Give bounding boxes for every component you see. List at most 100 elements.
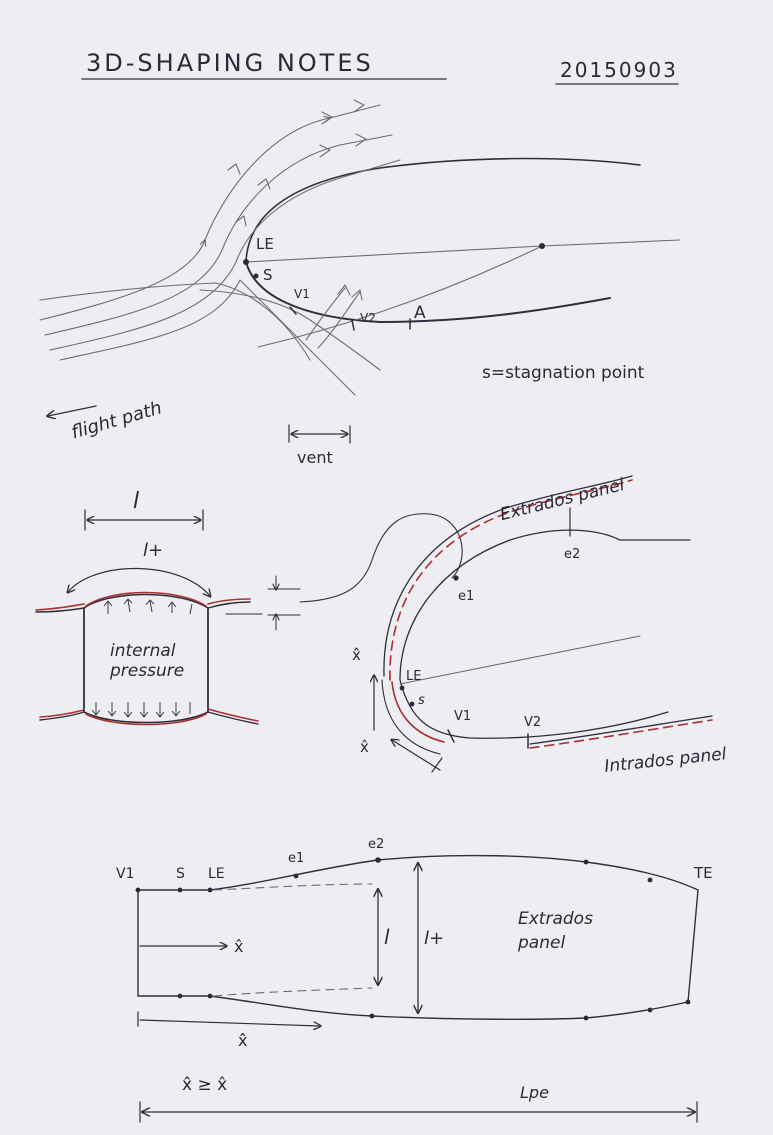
vent-line <box>257 245 543 348</box>
profile-e2-label: e2 <box>564 547 580 562</box>
v2-label: V2 <box>360 311 376 325</box>
panel-right-edge <box>687 889 699 1003</box>
cell-internal-label: internal <box>110 641 176 661</box>
stagnation-note: s=stagnation point <box>482 363 645 383</box>
chord-line <box>245 239 681 263</box>
panel-top-point-2 <box>647 877 653 883</box>
flow-arrow-7 <box>235 215 247 227</box>
wing-upper-surface <box>245 157 641 263</box>
cell-l-label: l <box>133 489 139 514</box>
panel-s-label: S <box>176 866 185 882</box>
vent-flow-2 <box>317 291 361 349</box>
flow-arrow-9 <box>351 289 363 301</box>
s-label: S <box>263 266 273 284</box>
panel-bottom-point-6 <box>685 999 691 1005</box>
panel-bottom-guide <box>213 987 373 997</box>
panel-top-guide <box>213 883 373 891</box>
panel-le-label: LE <box>208 866 225 882</box>
cell-right-bottom-neighbor-red <box>207 708 259 722</box>
profile-le-point <box>399 685 405 691</box>
panel-bottom-point-4 <box>583 1015 589 1021</box>
panel-l-plus-label: l+ <box>424 928 444 949</box>
profile-v2-label: V2 <box>524 715 541 730</box>
v2-tick <box>351 319 355 331</box>
cell-bottom-fabric <box>83 711 209 724</box>
panel-xhathat-arrow <box>139 1019 320 1026</box>
panel-e1-point <box>293 873 299 879</box>
flow-arrow-6 <box>257 178 271 190</box>
panel-title-line2: panel <box>517 933 565 953</box>
flight-path-label: flight path <box>69 398 164 444</box>
profile-diagram: Extrados panel Intrados panel e1 e2 LE s… <box>352 475 728 777</box>
v1-label: V1 <box>294 287 310 301</box>
cell-left-top-neighbor-red <box>35 603 85 611</box>
streamline-3 <box>49 159 401 351</box>
pressure-arrows-up <box>103 598 193 615</box>
panel-bottom-point-1 <box>177 993 183 999</box>
airflow-diagram: LE S V1 V2 A s=stagnation point flight p… <box>39 99 681 467</box>
panel-xhat-label: x̂ <box>234 937 243 956</box>
cell-diagram: l l+ <box>35 489 463 726</box>
xhat-arrow-tail <box>431 757 443 773</box>
page-title: 3D-SHAPING NOTES <box>86 49 374 77</box>
magnify-leader <box>299 513 463 603</box>
header: 3D-SHAPING NOTES 20150903 <box>81 49 679 85</box>
le-label: LE <box>256 235 274 253</box>
streamline-6 <box>199 289 381 371</box>
extrados-panel-label: Extrados panel <box>498 475 627 525</box>
panel-te-label: TE <box>693 864 713 882</box>
cell-bottom-fabric-red <box>85 713 207 726</box>
cell-top-fabric <box>83 593 209 609</box>
panel-title-line1: Extrados <box>518 909 593 929</box>
pressure-arrows-down <box>91 702 191 718</box>
page-date: 20150903 <box>560 58 678 82</box>
profile-xhathat-label: x̂̂ <box>352 646 361 664</box>
chord-point <box>539 243 545 249</box>
cell-l-plus-label: l+ <box>143 540 163 561</box>
le-red-inner <box>391 681 445 743</box>
profile-s-point <box>409 701 415 707</box>
streamline-1 <box>39 104 381 321</box>
intrados-panel-label: Intrados panel <box>603 744 727 777</box>
panel-xhathat-label: x̂̂ <box>238 1031 247 1050</box>
a-label: A <box>414 303 426 323</box>
panel-s-point <box>177 887 183 893</box>
cell-top-fabric-red <box>85 591 207 607</box>
panel-top-point-1 <box>583 859 589 865</box>
cell-right-bottom-neighbor <box>207 711 259 725</box>
streamline-5 <box>39 282 311 361</box>
cell-left-top-neighbor <box>35 607 85 613</box>
wing-lower-surface <box>245 261 611 323</box>
l-plus-arc <box>68 567 210 596</box>
cell-left-bottom-neighbor-red <box>39 709 85 718</box>
panel-le-point <box>207 887 213 893</box>
vent-label: vent <box>297 448 333 467</box>
profile-lower-surface <box>399 679 669 739</box>
cell-right-top-neighbor <box>207 601 251 609</box>
le-outer-wrap <box>381 679 441 755</box>
profile-le-label: LE <box>406 669 421 684</box>
cell-left-bottom-neighbor <box>39 711 85 721</box>
vent-flow-1 <box>305 287 346 341</box>
profile-s-label: s <box>418 693 425 708</box>
cell-right-top-neighbor-red <box>207 598 251 605</box>
panel-e2-label: e2 <box>368 837 384 852</box>
e1-point <box>453 575 459 581</box>
profile-upper-surface <box>399 529 691 681</box>
panel-bottom-curve <box>209 995 689 1021</box>
panel-diagram: V1 S LE e1 e2 TE Extrados panel l l+ x̂ … <box>116 837 713 1123</box>
cell-pressure-label: pressure <box>109 661 184 681</box>
profile-xhat-label: x̂ <box>360 738 369 756</box>
flow-arrow-5 <box>227 163 241 175</box>
panel-bottom-point-5 <box>647 1007 653 1013</box>
panel-bottom-point-2 <box>207 993 213 999</box>
flow-arrow-2 <box>353 99 365 113</box>
panel-v1-label: V1 <box>116 866 134 882</box>
flow-arrow-3 <box>319 144 331 158</box>
intrados-panel-dashed <box>529 719 713 749</box>
flow-arrow-1 <box>321 111 333 125</box>
streamline-4 <box>59 279 356 396</box>
panel-bottom-point-3 <box>369 1013 375 1019</box>
le-point <box>243 259 249 265</box>
